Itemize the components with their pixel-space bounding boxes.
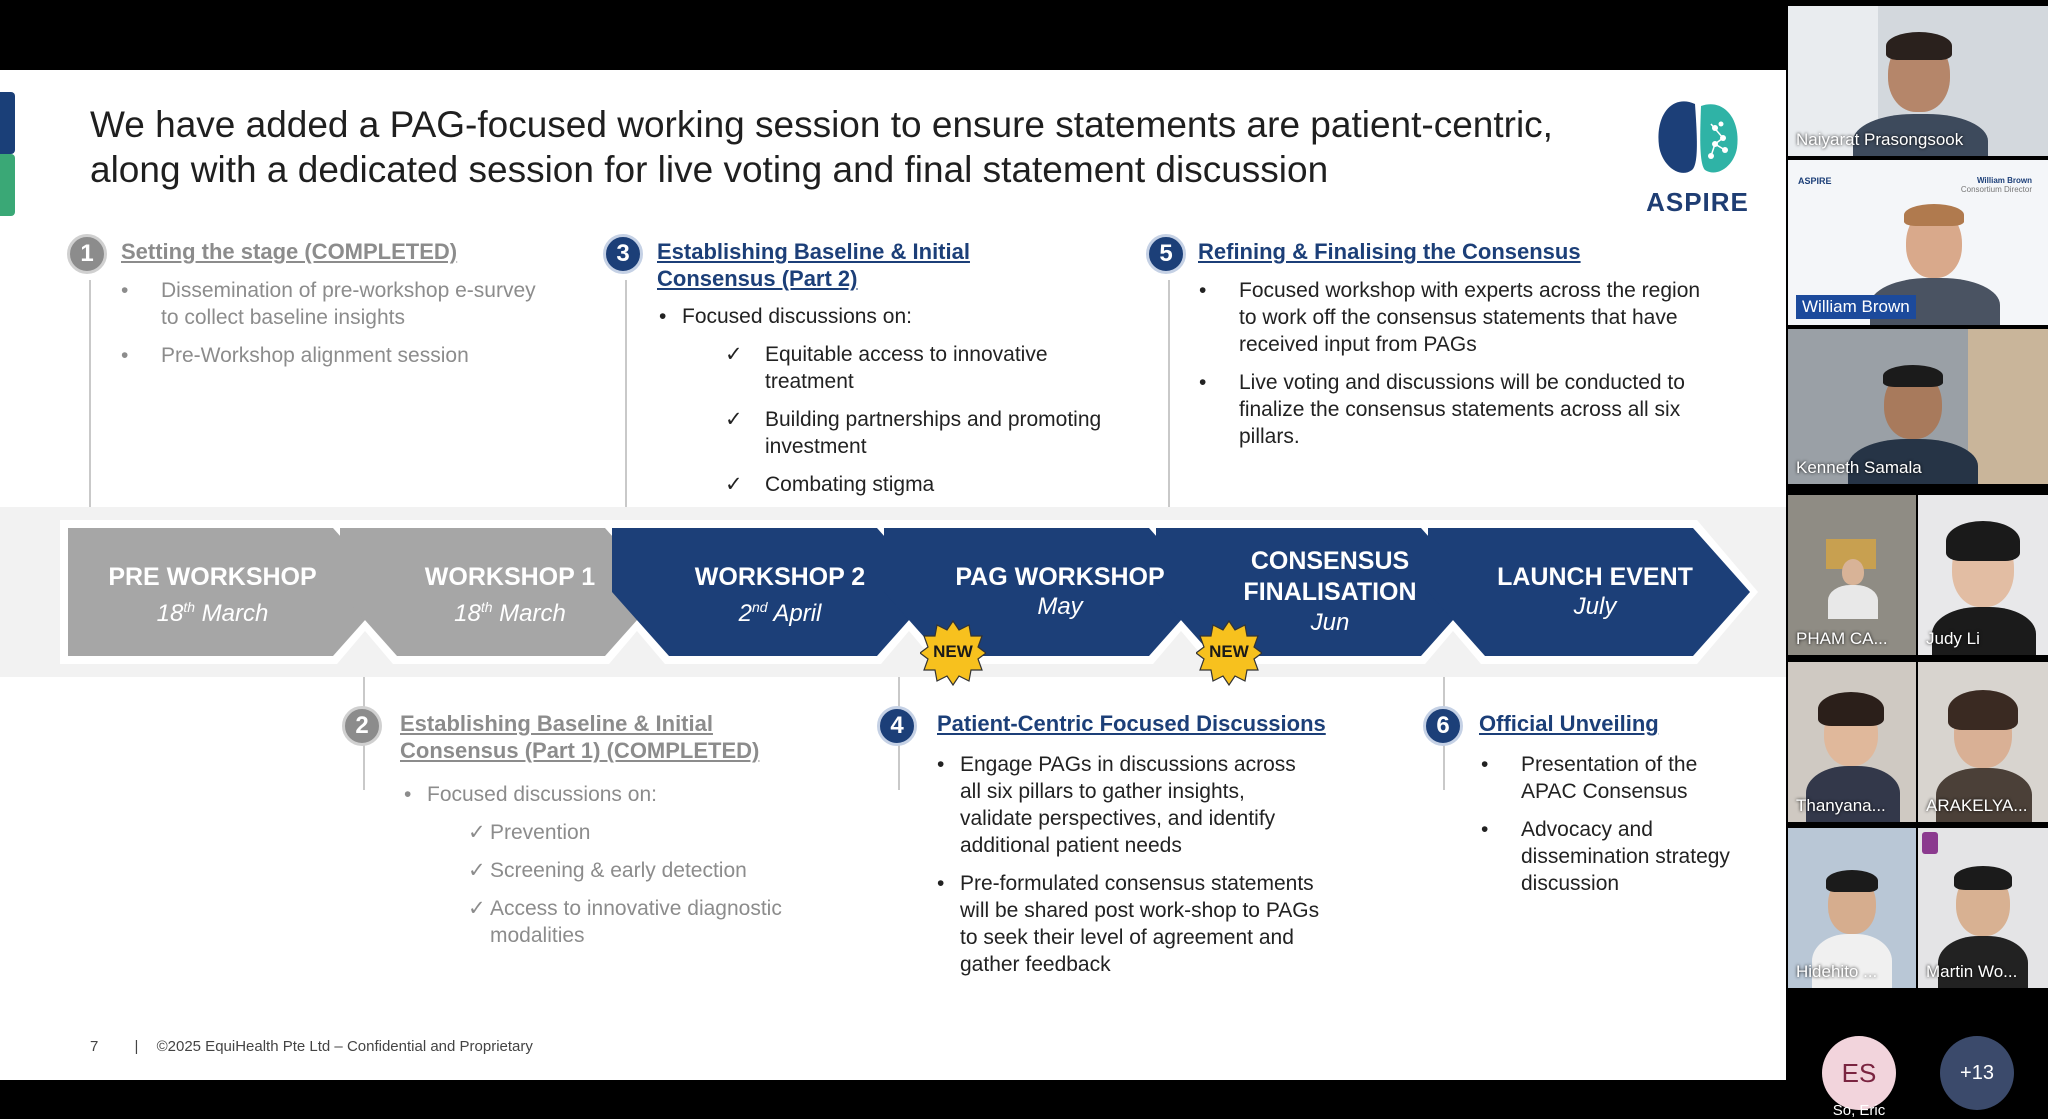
participant-name: Naiyarat Prasongsook	[1796, 130, 1964, 149]
slide-accent-bar-blue	[0, 92, 15, 154]
starburst-icon	[1195, 619, 1263, 687]
participant-name: Hidehito ...	[1796, 962, 1878, 981]
step-6-body: Presentation of the APAC Consensus Advoc…	[1479, 751, 1744, 908]
step-1-bullet: Pre-Workshop alignment session	[119, 342, 549, 369]
step-2-number: 2	[342, 706, 382, 746]
footer-copyright: ©2025 EquiHealth Pte Ltd – Confidential …	[156, 1038, 533, 1055]
step-5-bullet: Focused workshop with experts across the…	[1197, 277, 1707, 358]
participant-avatar-name: So, Eric	[1832, 1102, 1886, 1119]
step-3-check: Building partnerships and promoting inve…	[725, 406, 1107, 460]
step-2-check: Access to innovative diagnostic modaliti…	[468, 895, 842, 949]
step-3-heading: Establishing Baseline & Initial Consensu…	[657, 239, 970, 291]
timeline-chevrons	[60, 520, 1758, 664]
starburst-icon	[919, 619, 987, 687]
step-2-check: Prevention	[468, 819, 842, 846]
step-4-bullet: Engage PAGs in discussions across all si…	[935, 751, 1320, 859]
participant-tile[interactable]: Judy Li	[1918, 495, 2048, 655]
participant-name: Kenneth Samala	[1796, 458, 1922, 477]
aspire-logo-text: ASPIRE	[1646, 187, 1749, 217]
step-2-check: Screening & early detection	[468, 857, 842, 884]
participant-tile[interactable]: Hidehito ...	[1788, 828, 1916, 988]
chevron-workshop-2	[612, 528, 934, 656]
chevron-pre-workshop	[68, 528, 390, 656]
step-4-heading: Patient-Centric Focused Discussions	[937, 711, 1326, 736]
timeline-label-2: WORKSHOP 1 18th March	[424, 563, 596, 627]
timeline-label-6: LAUNCH EVENT July	[1497, 563, 1693, 620]
step-3-intro: Focused discussions on:	[657, 303, 1107, 330]
participant-tile[interactable]: Naiyarat Prasongsook	[1788, 6, 2048, 156]
step-6-heading: Official Unveiling	[1479, 711, 1659, 736]
step-5-bullet: Live voting and discussions will be cond…	[1197, 369, 1707, 450]
participant-tile[interactable]: PHAM CA...	[1788, 495, 1916, 655]
slide-title-line2: along with a dedicated session for live …	[90, 149, 1329, 190]
participant-avatar[interactable]: ES	[1822, 1036, 1896, 1110]
step-4-number: 4	[877, 706, 917, 746]
step-4-bullet: Pre-formulated consensus statements will…	[935, 870, 1320, 978]
chevron-workshop-1	[340, 528, 662, 656]
participant-name: William Brown	[1796, 295, 1916, 319]
step-3-check: Combating stigma	[725, 471, 1107, 498]
chevron-launch-event	[1428, 528, 1750, 656]
step-1-heading: Setting the stage (COMPLETED)	[121, 239, 458, 264]
step-6-number: 6	[1423, 706, 1463, 746]
participant-tile[interactable]: Kenneth Samala	[1788, 329, 2048, 484]
step-1-body: Dissemination of pre-workshop e-survey t…	[119, 277, 549, 380]
participant-name: Thanyana...	[1796, 796, 1886, 815]
participant-tile[interactable]: Martin Wo...	[1918, 828, 2048, 988]
timeline-label-5: CONSENSUS FINALISATION Jun	[1243, 547, 1417, 636]
step-4-body: Engage PAGs in discussions across all si…	[935, 751, 1320, 989]
slide-title: We have added a PAG-focused working sess…	[90, 102, 1650, 192]
participant-name: ARAKELYA...	[1926, 796, 2028, 815]
step-5-heading: Refining & Finalising the Consensus	[1198, 239, 1581, 264]
step-3-body: Focused discussions on: Equitable access…	[657, 303, 1107, 509]
step-5-number: 5	[1146, 234, 1186, 274]
footer-page-number: 7	[90, 1038, 99, 1055]
participant-name: Judy Li	[1926, 629, 1980, 648]
participant-tile[interactable]: Thanyana...	[1788, 662, 1916, 822]
slide-accent-bar-green	[0, 154, 15, 216]
timeline-label-4: PAG WORKSHOP May	[955, 563, 1165, 620]
step-2-body: Focused discussions on: Prevention Scree…	[402, 781, 842, 960]
connector-step3	[625, 280, 627, 512]
timeline-label-3: WORKSHOP 2 2nd April	[694, 563, 866, 627]
more-participants-button[interactable]: +13	[1940, 1036, 2014, 1110]
participant-tile[interactable]: ARAKELYA...	[1918, 662, 2048, 822]
new-badge-pag: NEW	[919, 619, 987, 687]
connector-step5	[1168, 280, 1170, 512]
timeline-label-1: PRE WORKSHOP 18th March	[108, 563, 317, 627]
step-6-bullet: Advocacy and dissemination strategy disc…	[1479, 816, 1744, 897]
participant-name: PHAM CA...	[1796, 629, 1888, 648]
step-2-intro: Focused discussions on:	[402, 781, 842, 808]
step-5-body: Focused workshop with experts across the…	[1197, 277, 1707, 461]
lungs-icon	[1658, 101, 1738, 173]
shared-slide: We have added a PAG-focused working sess…	[0, 70, 1786, 1080]
chevron-pag-workshop	[884, 528, 1206, 656]
step-1-bullet: Dissemination of pre-workshop e-survey t…	[119, 277, 549, 331]
step-3-number: 3	[603, 234, 643, 274]
step-6-bullet: Presentation of the APAC Consensus	[1479, 751, 1744, 805]
connector-step1	[89, 280, 91, 512]
step-1-number: 1	[67, 234, 107, 274]
slide-footer: 7 | ©2025 EquiHealth Pte Ltd – Confident…	[90, 1038, 533, 1055]
slide-title-line1: We have added a PAG-focused working sess…	[90, 104, 1553, 145]
step-3-check: Equitable access to innovative treatment	[725, 341, 1107, 395]
chevron-consensus-finalisation	[1156, 528, 1478, 656]
participant-name: Martin Wo...	[1926, 962, 2018, 981]
step-2-heading: Establishing Baseline & Initial Consensu…	[400, 711, 760, 763]
aspire-logo: ASPIRE	[1645, 94, 1750, 224]
new-badge-consensus: NEW	[1195, 619, 1263, 687]
participant-tile[interactable]: ASPIRE William Brown Consortium Director…	[1788, 160, 2048, 325]
